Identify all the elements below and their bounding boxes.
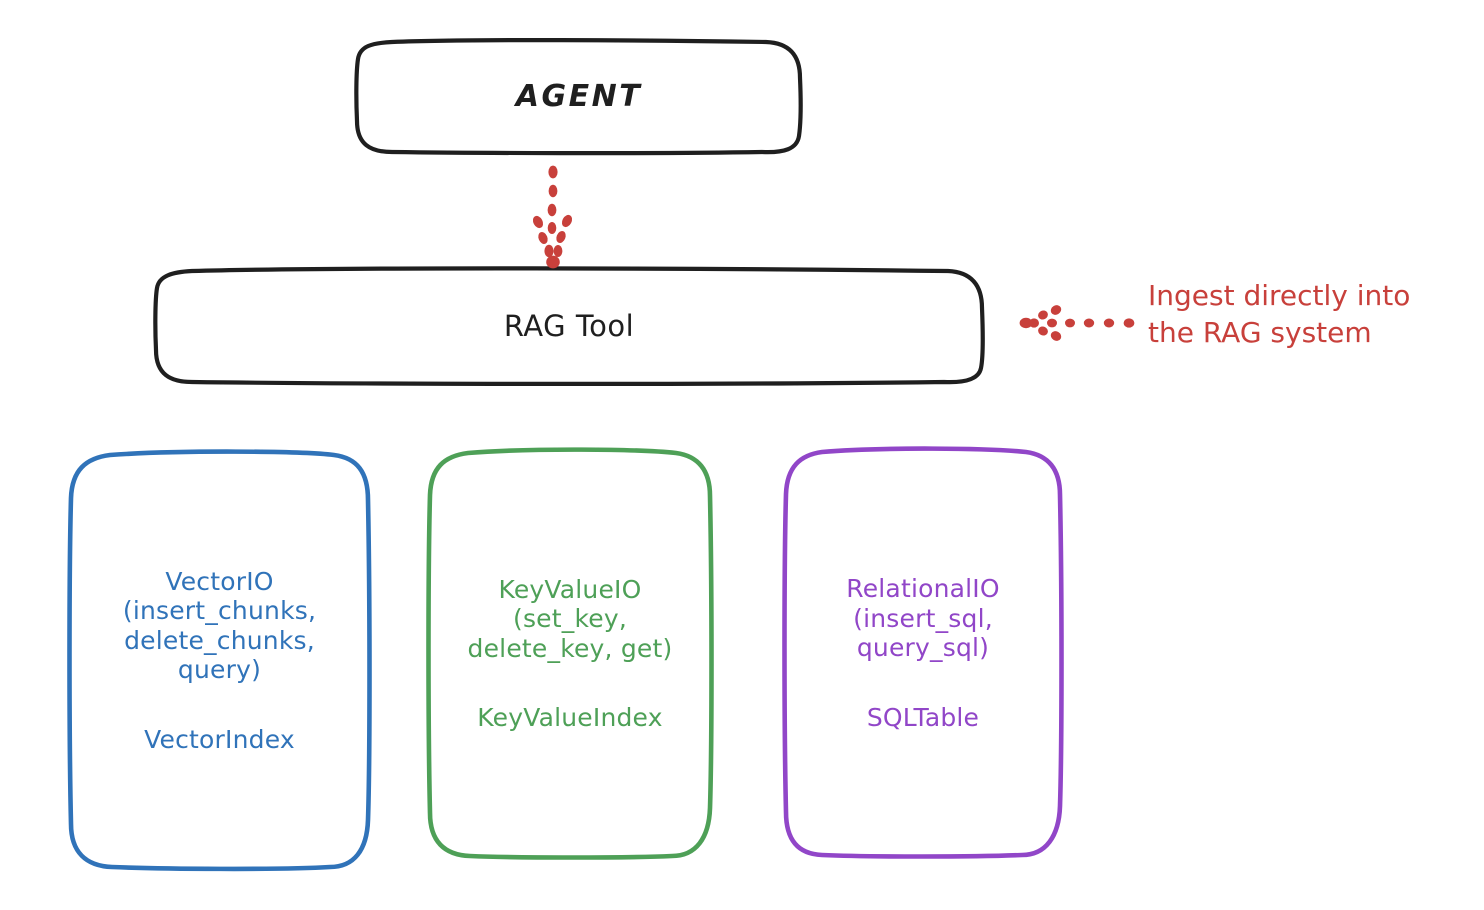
agent-box-outline[interactable] (354, 38, 803, 156)
agent-label: AGENT (515, 79, 643, 115)
key-value-index-label: KeyValueIndex (477, 703, 663, 732)
key-value-io-box-outline[interactable] (426, 447, 714, 860)
relational-io-box-outline[interactable] (782, 446, 1064, 859)
vector-io-api-label: VectorIO (insert_chunks, delete_chunks, … (122, 566, 317, 685)
rag-tool-label: RAG Tool (503, 309, 635, 344)
key-value-io-node[interactable]: KeyValueIO (set_key, delete_key, get) Ke… (429, 450, 711, 857)
relational-io-api-label: RelationalIO (insert_sql, query_sql) (846, 574, 1000, 662)
vector-io-node[interactable]: VectorIO (insert_chunks, delete_chunks, … (70, 452, 369, 869)
vector-io-box-outline[interactable] (67, 449, 372, 872)
agent-to-rag-tool-connector (532, 165, 573, 269)
rag-tool-node[interactable]: RAG Tool (155, 270, 983, 383)
relational-io-node[interactable]: RelationalIO (insert_sql, query_sql) SQL… (785, 450, 1061, 856)
sql-table-label: SQLTable (866, 702, 980, 732)
ingest-annotation-text: Ingest directly into the RAG system (1148, 279, 1411, 349)
ingest-to-rag-tool-connector (1019, 305, 1135, 341)
agent-node[interactable]: AGENT (357, 41, 801, 153)
vector-index-label: VectorIndex (144, 724, 295, 754)
rag-tool-box-outline[interactable] (153, 266, 985, 386)
key-value-io-api-label: KeyValueIO (set_key, delete_key, get) (467, 574, 673, 663)
